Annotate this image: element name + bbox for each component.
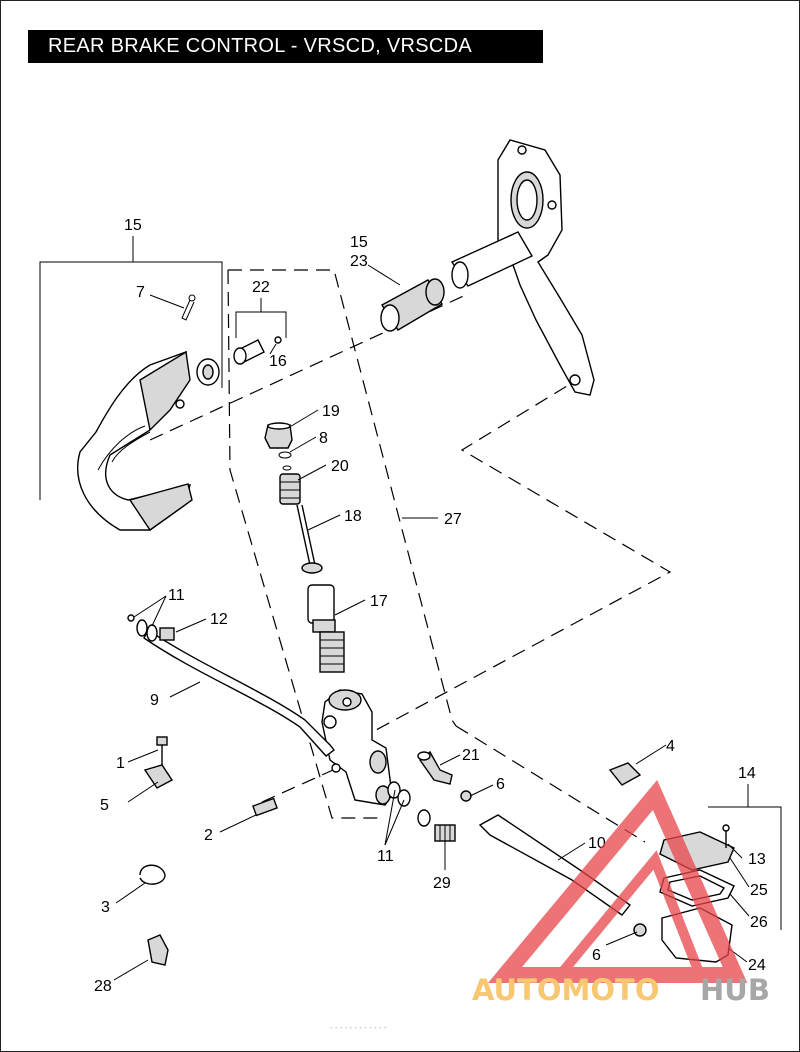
callout-11-top: 11 (168, 587, 185, 604)
bracket-22 (235, 298, 287, 338)
callout-15-right: 15 (350, 234, 368, 251)
footer-text: - - - - - - - - - - - - (330, 1023, 387, 1032)
bracket-14-right (708, 784, 782, 930)
callout-15-left: 15 (124, 217, 142, 234)
bolt-part-29 (434, 824, 456, 842)
callout-3: 3 (101, 899, 110, 916)
bracket-15-left (39, 236, 223, 500)
callout-5: 5 (100, 797, 109, 814)
callout-8: 8 (319, 430, 328, 447)
elbow-fitting-part-21 (417, 750, 453, 785)
hose-part-9 (143, 628, 335, 757)
callout-7: 7 (136, 284, 145, 301)
callout-17: 17 (370, 593, 388, 610)
bushing-part-pedal (196, 358, 220, 386)
title-bar: REAR BRAKE CONTROL - VRSCD, VRSCDA (28, 30, 543, 63)
callout-19: 19 (322, 403, 340, 420)
callout-27: 27 (444, 511, 462, 528)
callout-4: 4 (666, 738, 675, 755)
callout-23: 23 (350, 253, 368, 270)
watermark-text-automoto: AUTOMOTO (472, 973, 659, 1007)
callout-12: 12 (210, 611, 228, 628)
cotter-pin-part-7 (181, 294, 196, 321)
callout-1: 1 (116, 755, 125, 772)
bushing-part-23 (380, 278, 445, 332)
pushrod-assembly-parts (264, 422, 323, 574)
clip-part-4 (608, 762, 642, 786)
page-title: REAR BRAKE CONTROL - VRSCD, VRSCDA (48, 35, 472, 57)
callout-14: 14 (738, 765, 756, 782)
callout-6-top: 6 (496, 776, 505, 793)
callout-18: 18 (344, 508, 362, 525)
brake-pedal-part (77, 350, 193, 531)
callout-16: 16 (269, 353, 287, 370)
dashed-outline-27 (227, 269, 457, 819)
callout-11-bottom: 11 (377, 848, 394, 865)
callout-20: 20 (331, 458, 349, 475)
watermark-triangle-icon (487, 779, 748, 983)
master-cylinder-part (321, 689, 393, 806)
callout-13: 13 (748, 851, 766, 868)
pivot-lever-part (450, 139, 595, 396)
callout-6-bottom: 6 (592, 947, 601, 964)
callout-21: 21 (462, 747, 480, 764)
watermark-logo: AUTOMOTO HUB (472, 779, 770, 1007)
callout-2: 2 (204, 827, 213, 844)
callout-26: 26 (750, 914, 768, 931)
callout-9: 9 (150, 692, 159, 709)
callout-22: 22 (252, 279, 270, 296)
small-fastener-parts (139, 736, 278, 966)
callout-28: 28 (94, 978, 112, 995)
callout-labels: 15 15 23 7 22 16 19 8 20 18 27 17 11 12 … (94, 217, 768, 995)
callout-25: 25 (750, 882, 768, 899)
watermark-text-hub: HUB (700, 973, 770, 1007)
callout-24: 24 (748, 957, 766, 974)
leader-lines (113, 264, 750, 981)
piston-part-17 (307, 584, 345, 673)
clevis-part-22 (233, 336, 282, 365)
callout-29: 29 (433, 875, 451, 892)
